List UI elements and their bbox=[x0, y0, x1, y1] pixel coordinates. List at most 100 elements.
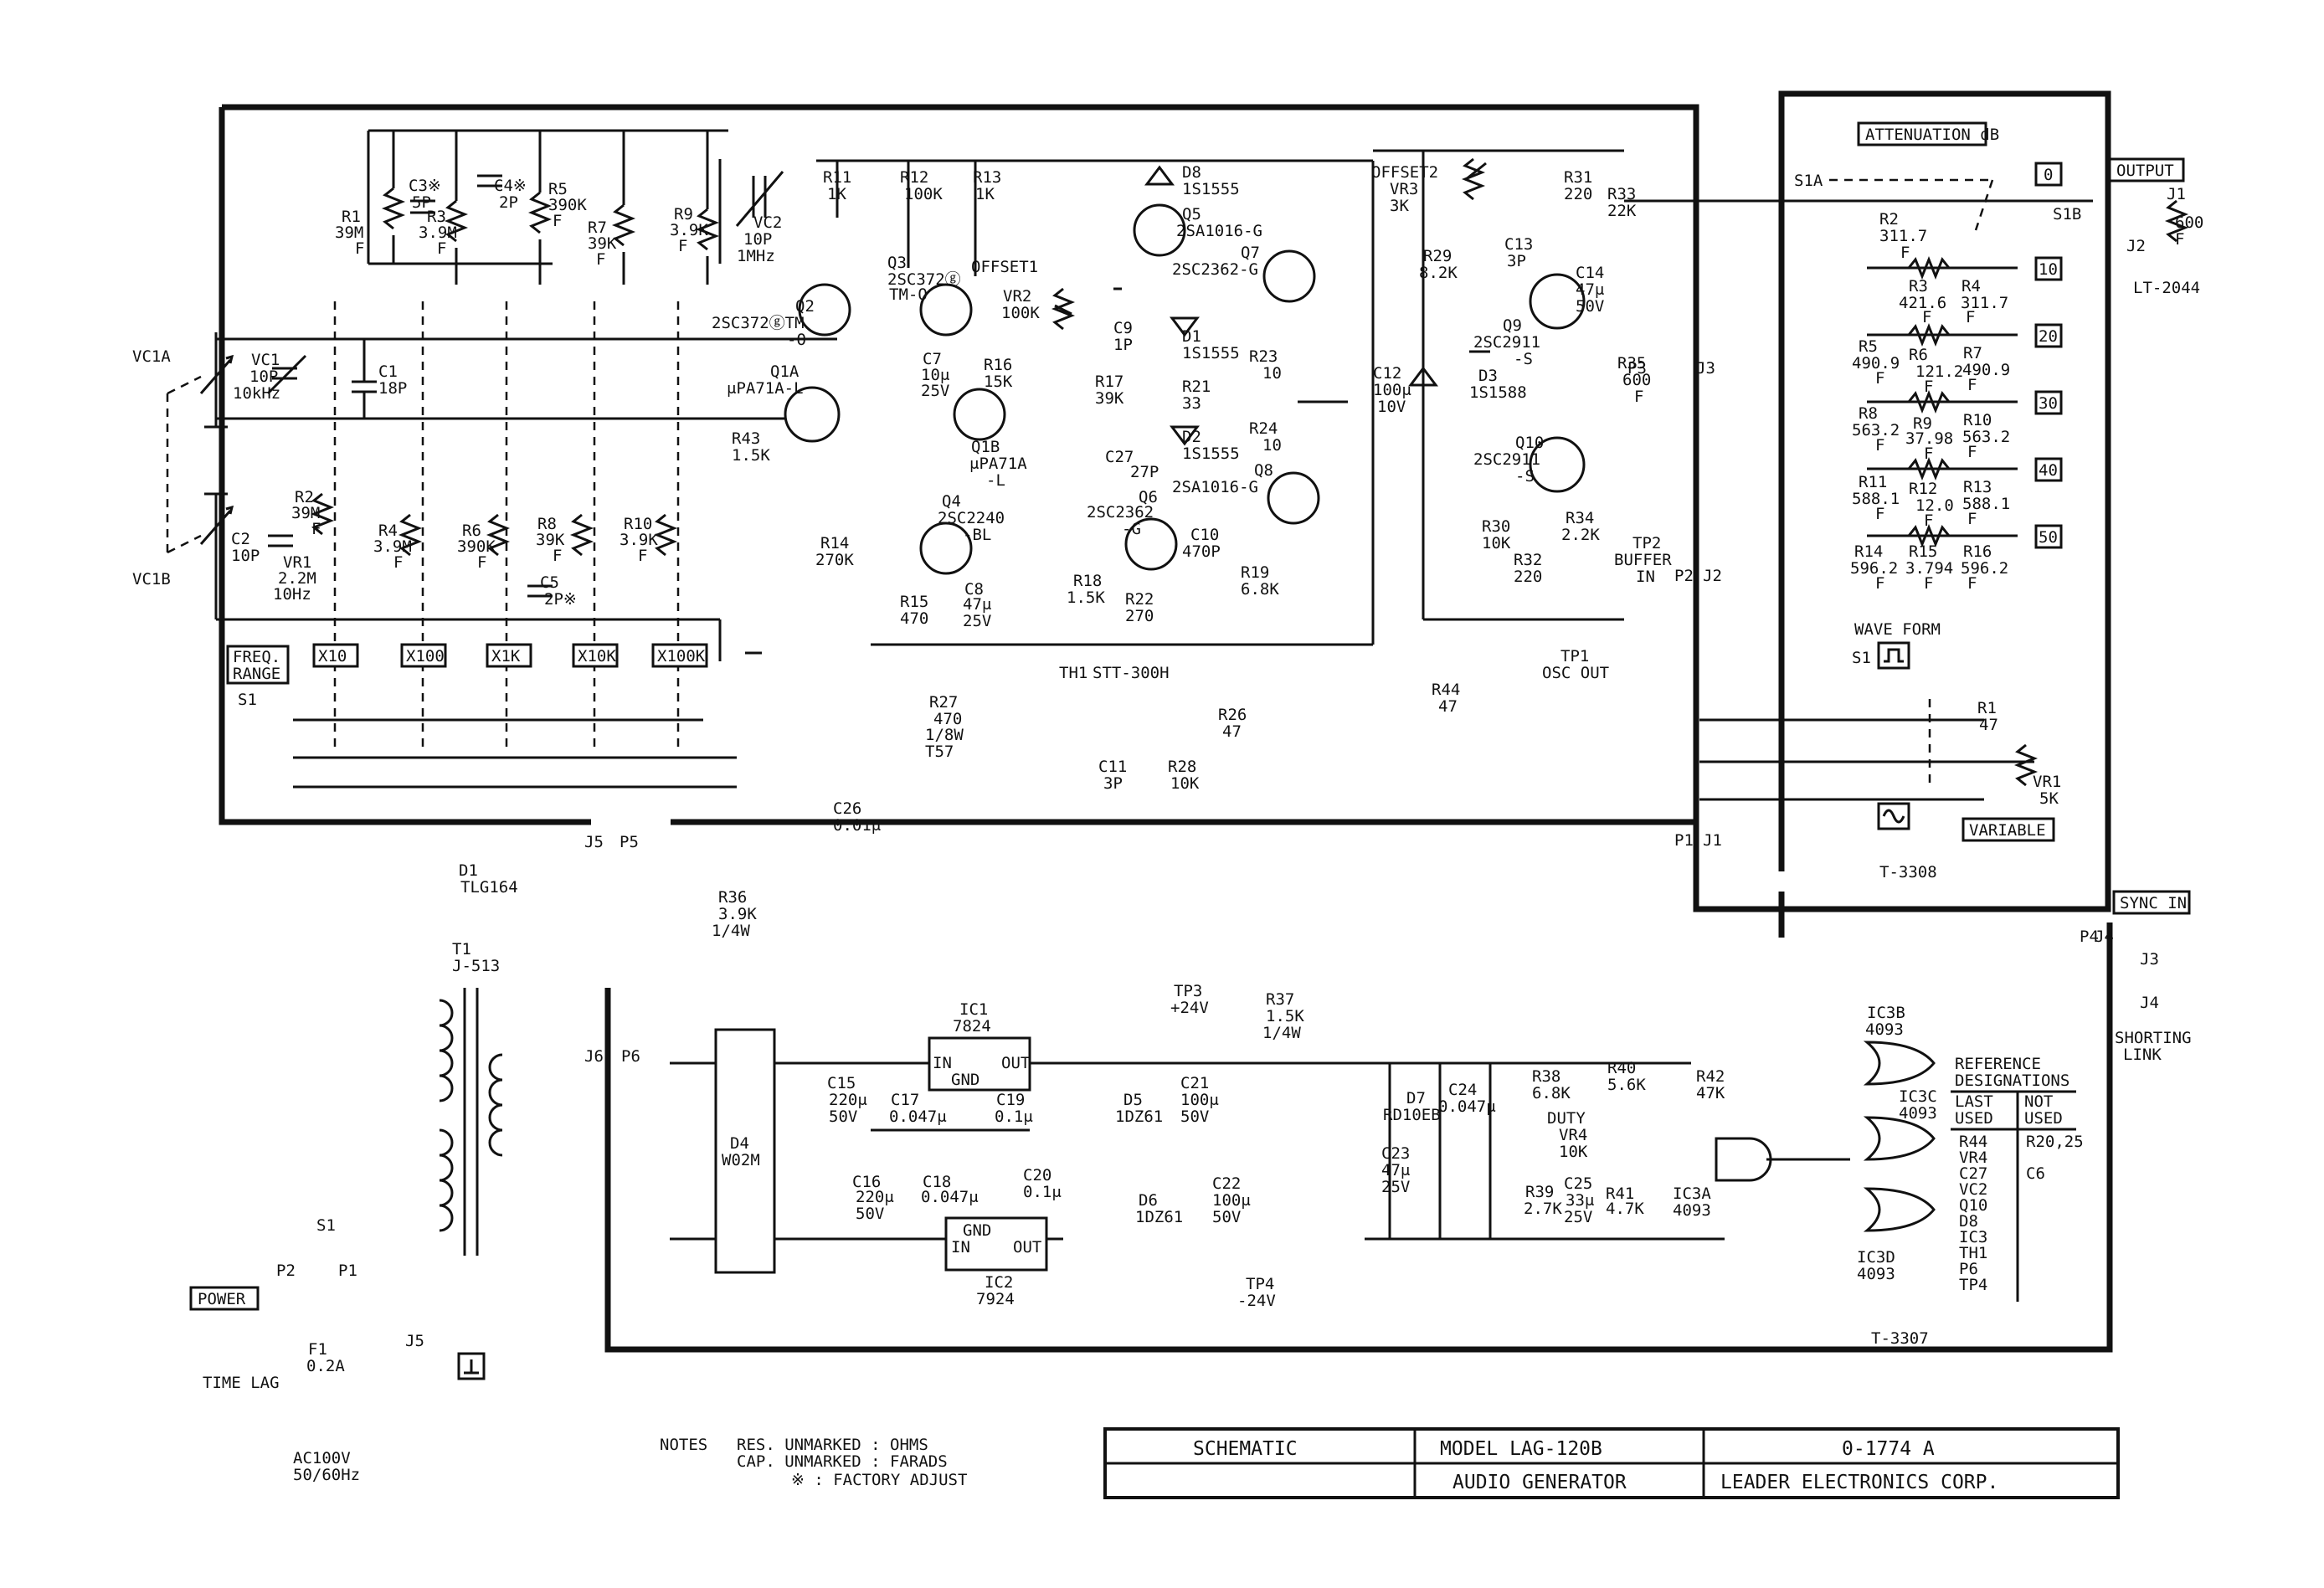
label-ic3b: IC3B bbox=[1867, 1004, 1905, 1022]
label-q3s: TM-O bbox=[889, 285, 928, 304]
output-label: OUTPUT bbox=[2116, 162, 2174, 180]
label-r26v: 47 bbox=[1222, 722, 1242, 741]
oscillator-amplifier bbox=[784, 159, 1375, 646]
label-r24: R24 bbox=[1249, 419, 1278, 438]
label-avr1: VR1 bbox=[2033, 773, 2061, 791]
label-r3v: 3.9M bbox=[419, 224, 457, 242]
label-r4: R4 bbox=[378, 522, 398, 540]
label-j1f: F bbox=[2175, 230, 2184, 249]
ic-pin-out: OUT bbox=[1001, 1054, 1030, 1072]
label-c3v: 5P bbox=[412, 193, 431, 212]
label-ar1: R1 bbox=[1977, 699, 1997, 717]
label-vr1v: 2.2M bbox=[278, 569, 316, 588]
label-ar10v: 563.2 bbox=[1962, 428, 2010, 446]
attenuation-label: ATTENUATION dB bbox=[1865, 126, 1999, 144]
label-ar14v: 596.2 bbox=[1850, 559, 1898, 578]
label-d1: D1 bbox=[1182, 327, 1201, 346]
label-q10s: -S bbox=[1515, 467, 1535, 486]
label-j1v: 600 bbox=[2175, 213, 2203, 232]
label-ic2t: 7924 bbox=[976, 1290, 1015, 1308]
label-c20: C20 bbox=[1023, 1166, 1051, 1185]
label-c7: C7 bbox=[923, 350, 942, 368]
label-r16: R16 bbox=[984, 356, 1012, 374]
wave-form-label: WAVE FORM bbox=[1854, 620, 1941, 639]
label-r36v: 3.9K bbox=[718, 905, 757, 923]
label-r41v: 4.7K bbox=[1606, 1200, 1644, 1218]
attenuation-box-40 bbox=[2034, 457, 2063, 482]
label-c10v: 470P bbox=[1182, 542, 1221, 561]
label-r4v: 3.9M bbox=[373, 537, 412, 556]
label-r43: R43 bbox=[732, 429, 760, 448]
label-ar9v: 37.98 bbox=[1905, 429, 1953, 448]
label-r32: R32 bbox=[1514, 551, 1542, 569]
label-r9f: F bbox=[678, 237, 687, 255]
label-c10: C10 bbox=[1190, 526, 1219, 544]
label-q2t: 2SC372ⓖTM bbox=[712, 314, 805, 332]
sine-wave-icon bbox=[1877, 802, 1910, 830]
range-switch-contacts bbox=[293, 301, 737, 789]
label-r29v: 8.2K bbox=[1419, 264, 1458, 282]
label-c25: C25 bbox=[1564, 1174, 1592, 1193]
label-ar6f: F bbox=[1924, 378, 1933, 396]
label-r34v: 2.2K bbox=[1561, 526, 1600, 544]
label-p3: P3 bbox=[1627, 359, 1647, 378]
label-r39: R39 bbox=[1525, 1183, 1554, 1201]
label-r22: R22 bbox=[1125, 590, 1154, 609]
label-r42v: 47K bbox=[1696, 1084, 1725, 1102]
label-r31: R31 bbox=[1564, 168, 1592, 187]
label-ar5: R5 bbox=[1859, 337, 1878, 356]
label-ar10: R10 bbox=[1963, 411, 1992, 429]
label-tp1a: OSC OUT bbox=[1542, 664, 1609, 682]
ref-last-used-item: C27 bbox=[1959, 1164, 1987, 1183]
range-box-x100k bbox=[651, 643, 708, 668]
label-r34: R34 bbox=[1566, 509, 1594, 527]
label-ar13f: F bbox=[1967, 510, 1977, 528]
range-network bbox=[166, 129, 837, 789]
label-c25w: 25V bbox=[1564, 1208, 1592, 1226]
label-r28v: 10K bbox=[1170, 774, 1200, 793]
label-r44v: 47 bbox=[1438, 697, 1458, 716]
label-c27: C27 bbox=[1105, 448, 1134, 466]
label-r32v: 220 bbox=[1514, 568, 1542, 586]
ic-pin-out: OUT bbox=[1013, 1238, 1041, 1257]
label-c19: C19 bbox=[996, 1091, 1025, 1109]
label-ar15v: 3.794 bbox=[1905, 559, 1953, 578]
sync-in-label: SYNC IN bbox=[2120, 894, 2187, 912]
label-c21w: 50V bbox=[1180, 1107, 1209, 1126]
component-labels: VC1AVC1BVC110P10kHzC118PC210PR139MFC3※5P… bbox=[132, 163, 2203, 1484]
label-ic3d: IC3D bbox=[1857, 1248, 1895, 1267]
label-ar8v: 563.2 bbox=[1852, 421, 1900, 439]
label-q1a: Q1A bbox=[770, 362, 800, 381]
label-s1b: S1B bbox=[2053, 205, 2081, 224]
label-vr1: VR1 bbox=[283, 553, 311, 572]
board-outlines bbox=[219, 90, 2113, 1353]
attenuation-label-box: ATTENUATION dB bbox=[1857, 121, 1999, 146]
label-r2v: 39M bbox=[291, 504, 320, 522]
svg-text:LAST: LAST bbox=[1955, 1092, 1993, 1111]
label-c22v: 100μ bbox=[1212, 1191, 1251, 1210]
label-c12v: 100μ bbox=[1373, 381, 1411, 399]
label-q4t: 2SC2240 bbox=[938, 509, 1005, 527]
label-q8t: 2SA1016-G bbox=[1172, 478, 1258, 496]
label-ws1: S1 bbox=[1852, 649, 1871, 667]
svg-text:WAVE FORM: WAVE FORM bbox=[1854, 620, 1941, 639]
label-r2: R2 bbox=[295, 488, 314, 506]
label-r36: R36 bbox=[718, 888, 747, 907]
label-c26v: 0.01μ bbox=[833, 816, 881, 835]
label-vc1f: 10kHz bbox=[233, 384, 280, 403]
label-r10: R10 bbox=[624, 515, 652, 533]
label-ar2: R2 bbox=[1879, 210, 1899, 229]
label-r23: R23 bbox=[1249, 347, 1278, 366]
label-r1v: 39M bbox=[335, 224, 363, 242]
label-r31v: 220 bbox=[1564, 185, 1592, 203]
label-r24v: 10 bbox=[1262, 436, 1282, 455]
label-c20v: 0.1μ bbox=[1023, 1183, 1062, 1201]
label-r30v: 10K bbox=[1482, 534, 1511, 552]
label-c24v: 0.047μ bbox=[1438, 1097, 1496, 1116]
label-f1: F1 bbox=[308, 1340, 327, 1359]
label-r8: R8 bbox=[537, 515, 557, 533]
label-c1: C1 bbox=[378, 362, 398, 381]
label-ar10f: F bbox=[1967, 443, 1977, 461]
svg-text:※ : FACTORY ADJUST: ※ : FACTORY ADJUST bbox=[791, 1471, 967, 1489]
label-r38: R38 bbox=[1532, 1067, 1560, 1086]
